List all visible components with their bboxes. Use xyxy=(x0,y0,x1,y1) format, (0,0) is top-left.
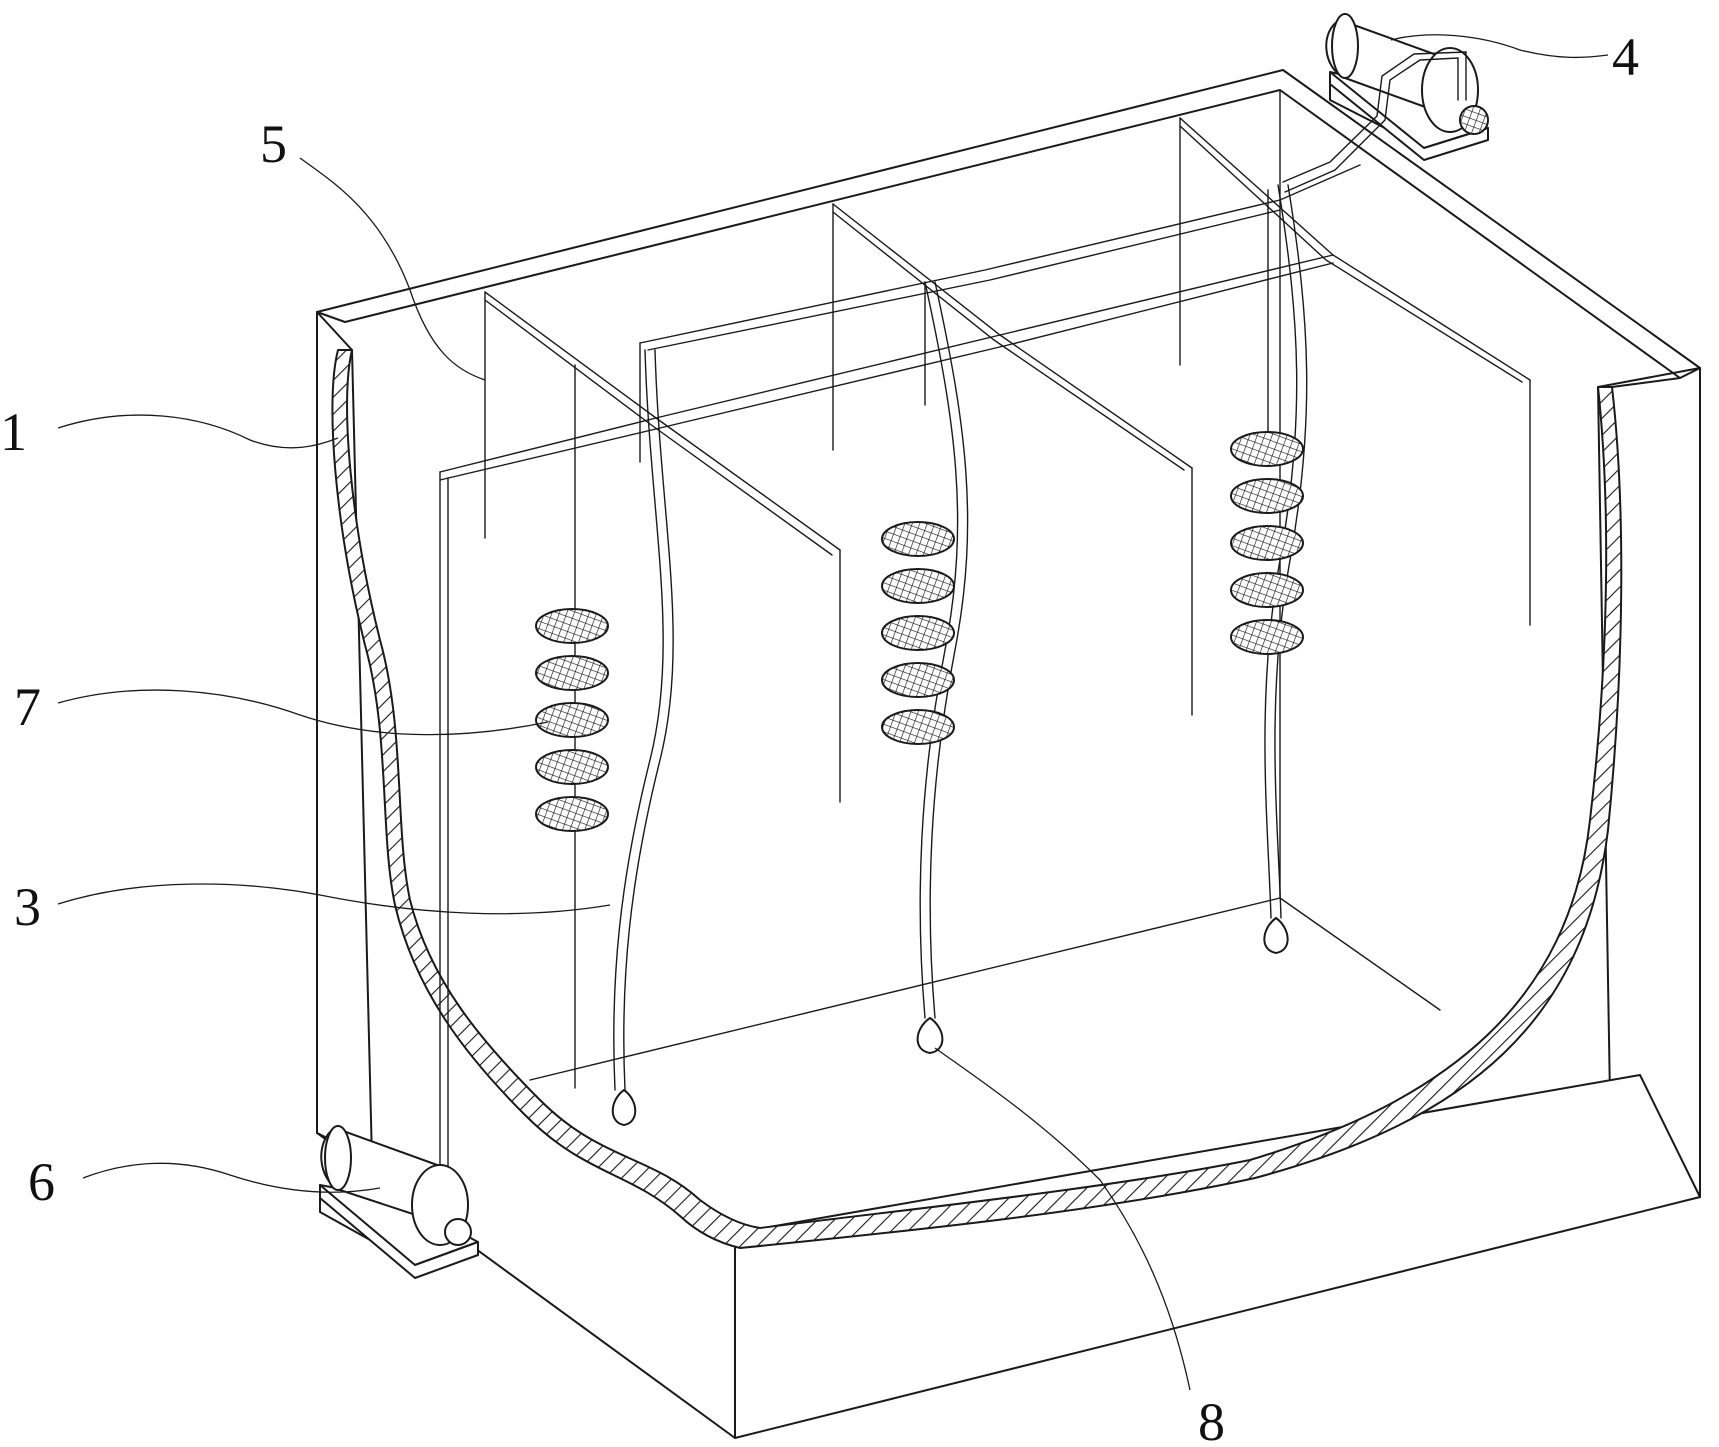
leader-4 xyxy=(1390,34,1609,59)
tank-top-rim-inner xyxy=(344,89,1681,388)
leader-6 xyxy=(82,1162,381,1193)
leader-5 xyxy=(299,157,486,381)
callout-5: 5 xyxy=(260,114,287,174)
mesh-discs xyxy=(535,431,1304,832)
weight-2 xyxy=(916,1017,944,1054)
tank-floor-back-left xyxy=(529,897,1281,1081)
tank-bottom-front-face xyxy=(734,1074,1701,1439)
leader-7 xyxy=(57,689,549,736)
tank-floor-back-right xyxy=(1279,897,1441,1011)
air-pipe-frame xyxy=(439,117,1531,1213)
pump-top-right xyxy=(1282,13,1489,193)
weight-1 xyxy=(611,1089,637,1126)
pump-outlet xyxy=(1459,105,1489,135)
callout-7: 7 xyxy=(14,677,41,737)
leader-3 xyxy=(57,883,611,915)
leader-lines xyxy=(57,34,1609,1391)
callout-8: 8 xyxy=(1198,1392,1225,1447)
weight-3 xyxy=(1263,917,1289,954)
tank-top-rim-outer xyxy=(316,69,1701,369)
callout-3: 3 xyxy=(14,877,41,937)
callout-1: 1 xyxy=(0,402,27,462)
pump-bottom-left xyxy=(319,1125,479,1279)
leader-1 xyxy=(57,414,339,449)
callout-labels: 1 5 4 7 3 6 8 xyxy=(0,27,1639,1447)
tank-cutaway-wall xyxy=(331,349,1623,1249)
callout-4: 4 xyxy=(1612,27,1639,87)
weights xyxy=(611,917,1289,1126)
callout-6: 6 xyxy=(28,1152,55,1212)
leader-8 xyxy=(934,1047,1191,1391)
